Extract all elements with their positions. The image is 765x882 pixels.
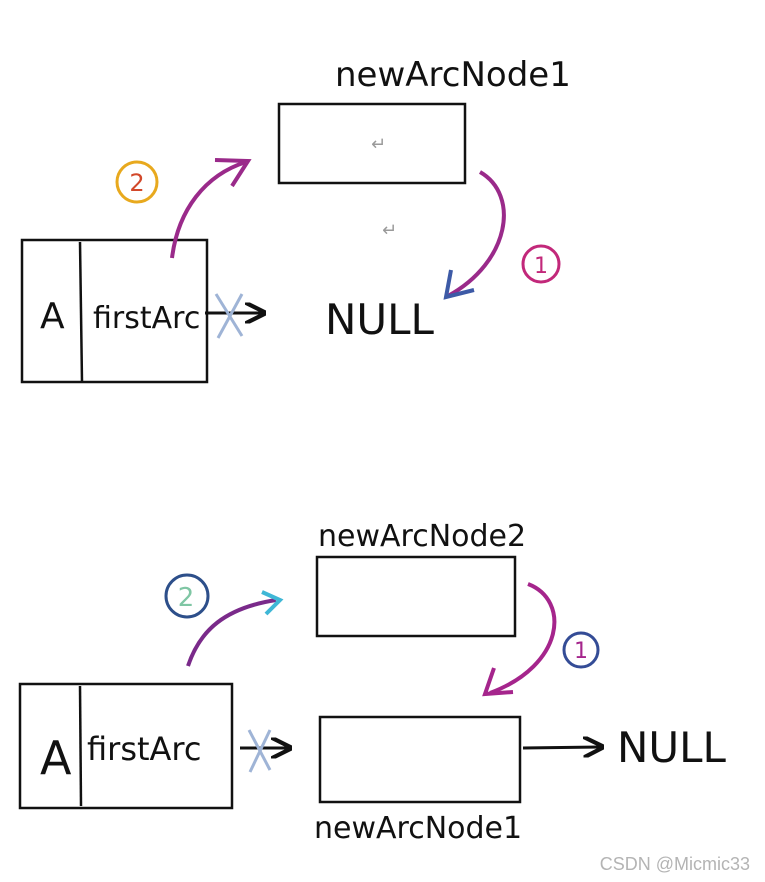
top-new-node-box bbox=[277, 102, 467, 185]
top-step-one-arrowhead bbox=[443, 269, 475, 300]
top-step-two-number: 2 bbox=[129, 169, 144, 197]
bottom-head-node-box bbox=[18, 682, 234, 810]
top-step-two-arrowhead bbox=[214, 158, 252, 188]
top-step-one-number: 1 bbox=[534, 254, 548, 279]
watermark: CSDN @Micmic33 bbox=[600, 854, 750, 874]
bottom-null-label: NULL bbox=[617, 723, 727, 772]
top-step-two-badge bbox=[115, 160, 159, 204]
top-head-node-box bbox=[20, 238, 209, 384]
top-step-one-arrow bbox=[447, 170, 506, 298]
top-head-node-divider bbox=[78, 241, 84, 383]
top-head-field: firstArc bbox=[93, 301, 200, 336]
bottom-new-node-box bbox=[315, 555, 517, 638]
bottom-head-field: firstArc bbox=[87, 730, 201, 768]
top-return-mark-2: ↵ bbox=[382, 220, 397, 241]
bottom-step-one-number: 1 bbox=[574, 639, 588, 664]
bottom-head-node-divider bbox=[78, 685, 83, 807]
bottom-cross-icon bbox=[247, 729, 272, 773]
bottom-step-one-arrowhead bbox=[482, 667, 514, 697]
top-step-one-badge bbox=[521, 244, 561, 284]
top-return-mark-1: ↵ bbox=[371, 134, 386, 155]
top-head-letter: A bbox=[40, 296, 65, 337]
bottom-step-two-number: 2 bbox=[178, 583, 195, 613]
bottom-old-node-label: newArcNode1 bbox=[314, 811, 522, 846]
top-step-two-arrow bbox=[170, 160, 247, 259]
top-diagram: newArcNode1 ↵ ↵ A firstArc NULL 1 2 bbox=[20, 55, 571, 384]
bottom-step-two-badge bbox=[164, 573, 210, 619]
bottom-next-pointer-arrow bbox=[522, 747, 600, 748]
bottom-old-node-box bbox=[318, 715, 522, 804]
top-null-label: NULL bbox=[325, 295, 435, 344]
bottom-step-one-badge bbox=[562, 631, 600, 669]
top-new-node-label: newArcNode1 bbox=[335, 55, 571, 95]
bottom-new-node-label: newArcNode2 bbox=[318, 519, 526, 554]
bottom-step-two-arrowhead bbox=[261, 590, 284, 616]
bottom-step-one-arrow bbox=[489, 582, 557, 695]
bottom-head-letter: A bbox=[40, 731, 72, 785]
bottom-step-two-arrow bbox=[186, 598, 277, 667]
top-cross-icon bbox=[214, 293, 244, 339]
bottom-diagram: newArcNode2 A firstArc newArcNode1 NULL … bbox=[18, 519, 727, 846]
